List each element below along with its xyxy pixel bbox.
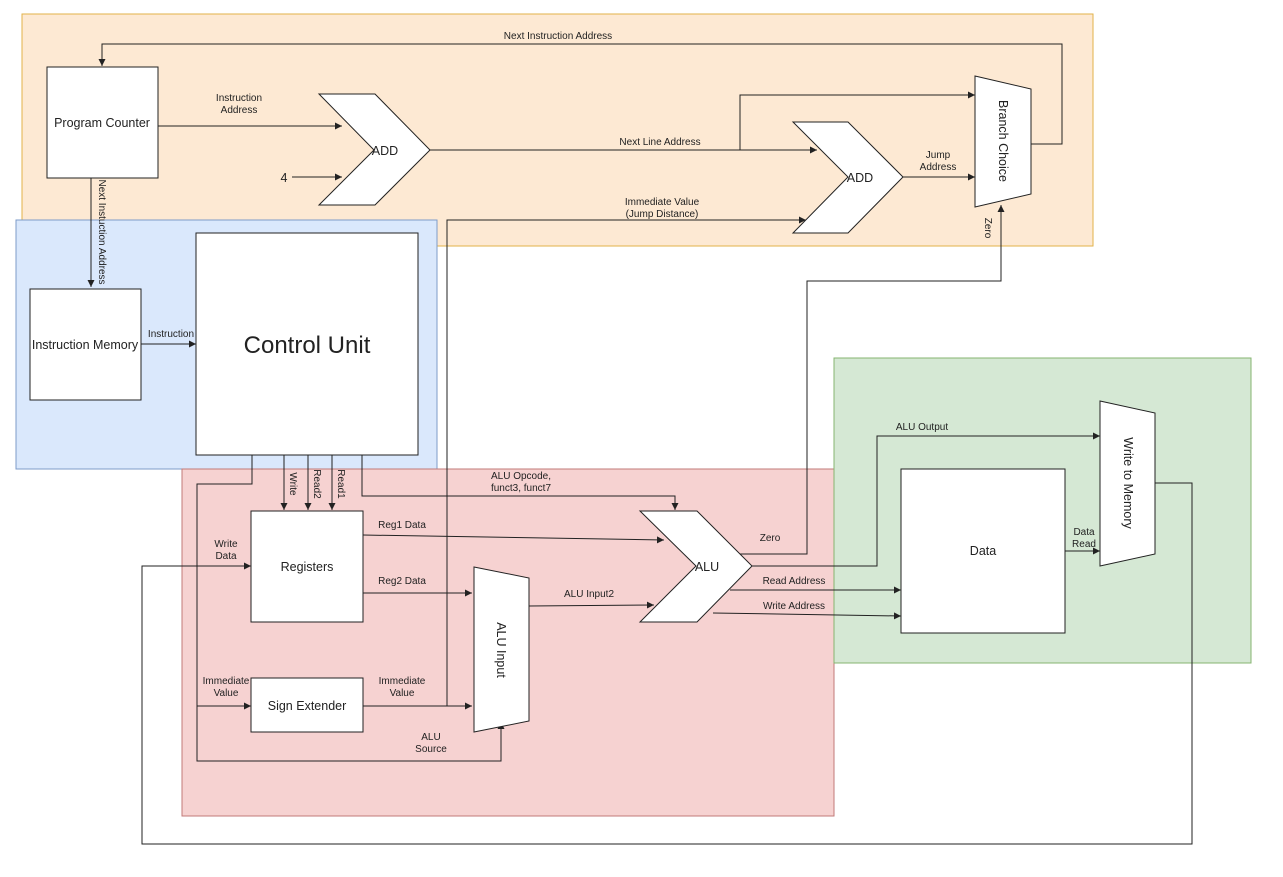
alu-input-label: ALU Input (494, 622, 508, 678)
program-counter-box (46, 66, 159, 179)
add-pc-label: ADD (372, 144, 398, 158)
instruction-label: Instruction (148, 329, 194, 340)
constant-four-label: 4 (281, 171, 288, 185)
instruction-address-label-1: Instruction (216, 93, 262, 104)
add-jump-label: ADD (847, 171, 873, 185)
write-data-label-1: Write (214, 539, 238, 550)
instruction-memory-box (29, 288, 142, 401)
next-instruction-address-wire (98, 43, 1063, 145)
sign-extender-box (250, 677, 364, 733)
write-data-label-2: Data (215, 551, 237, 562)
alu-opcode-label-1: ALU Opcode, (491, 471, 551, 482)
data-memory-label: Data (970, 544, 996, 558)
immediate-jump-wire (446, 216, 806, 706)
alu-opcode-wire (361, 455, 679, 510)
immediate-out-label-2: Value (390, 688, 415, 699)
alu-source-label-1: ALU (421, 732, 440, 743)
write-address-label: Write Address (763, 601, 825, 612)
next-line-to-branch-wire (739, 91, 975, 150)
branch-choice-mux (974, 75, 1032, 208)
reg1-data-label: Reg1 Data (378, 520, 426, 531)
alu-chevron (638, 510, 753, 623)
data-read-label-2: Read (1072, 539, 1096, 550)
write-signal-label: Write (287, 472, 298, 496)
next-instruction-address-top-label: Next Instruction Address (504, 31, 612, 42)
registers-label: Registers (281, 560, 334, 574)
add-pc-chevron (317, 93, 431, 206)
program-counter-label: Program Counter (54, 116, 150, 130)
reg1-data-wire (362, 534, 665, 544)
write-to-memory-label: Write to Memory (1121, 437, 1135, 529)
alu-output-wire (752, 432, 1100, 567)
control-bus-wire (196, 455, 505, 762)
data-read-label-1: Data (1073, 527, 1095, 538)
alu-input2-label: ALU Input2 (564, 589, 614, 600)
write-data-wire (141, 482, 1193, 845)
write-to-memory-mux (1099, 400, 1156, 567)
read-address-label: Read Address (763, 576, 826, 587)
jump-address-label-2: Address (920, 162, 957, 173)
immediate-in-label-2: Value (214, 688, 239, 699)
instruction-memory-label: Instruction Memory (32, 338, 139, 352)
read1-signal-label: Read1 (335, 469, 346, 499)
write-address-wire (712, 612, 902, 620)
immediate-jump-label-2: (Jump Distance) (626, 209, 699, 220)
alu-opcode-label-2: funct3, funct7 (491, 483, 551, 494)
zero-vertical-label: Zero (982, 218, 993, 239)
alu-label: ALU (695, 560, 719, 574)
control-unit-box (195, 232, 419, 456)
add-jump-chevron (791, 121, 904, 234)
next-line-address-label: Next Line Address (619, 137, 700, 148)
reg2-data-label: Reg2 Data (378, 576, 426, 587)
immediate-out-label-1: Immediate (379, 676, 426, 687)
alu-output-label: ALU Output (896, 422, 948, 433)
alu-input-mux (473, 566, 530, 733)
read2-signal-label: Read2 (311, 469, 322, 499)
sign-extender-label: Sign Extender (268, 699, 347, 713)
branch-choice-label: Branch Choice (996, 100, 1010, 182)
next-instruction-address-vertical-label: Next Instuction Address (96, 179, 107, 284)
zero-alu-label: Zero (760, 533, 781, 544)
alu-source-label-2: Source (415, 744, 447, 755)
immediate-jump-label-1: Immediate Value (625, 197, 700, 208)
alu-input2-wire (528, 601, 655, 609)
zero-wire (737, 205, 1005, 555)
instruction-address-label-2: Address (221, 105, 258, 116)
data-memory-box (900, 468, 1066, 634)
immediate-in-label-1: Immediate (203, 676, 250, 687)
control-unit-label: Control Unit (244, 332, 371, 359)
fetch-region (21, 13, 1094, 247)
registers-box (250, 510, 364, 623)
jump-address-label-1: Jump (926, 150, 951, 161)
